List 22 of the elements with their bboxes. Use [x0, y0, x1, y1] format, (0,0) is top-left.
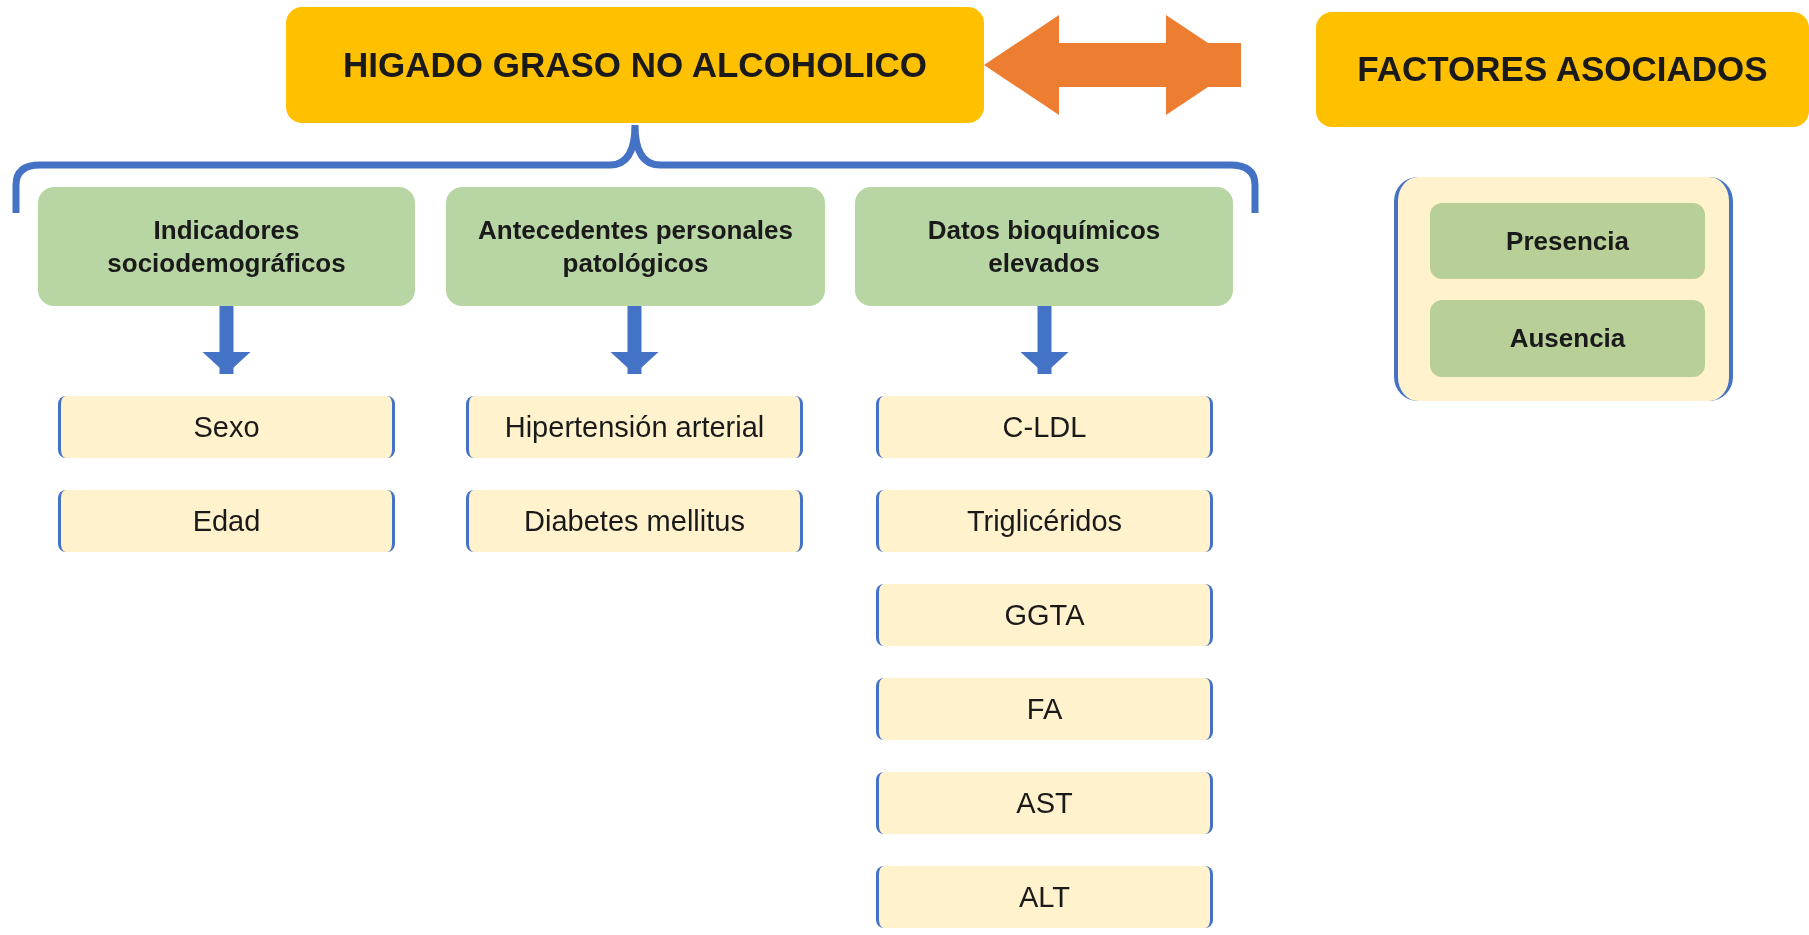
category-box: Datos bioquímicos elevados	[855, 187, 1233, 306]
title-box: HIGADO GRASO NO ALCOHOLICO	[286, 7, 984, 123]
arrow	[610, 306, 659, 374]
title-box: FACTORES ASOCIADOS	[1316, 12, 1809, 127]
option-box: Presencia	[1430, 203, 1705, 279]
item-box: C-LDL	[876, 396, 1213, 458]
option-box: Ausencia	[1430, 300, 1705, 377]
item-box: FA	[876, 678, 1213, 740]
arrow	[984, 15, 1241, 115]
category-box: Indicadores sociodemográficos	[38, 187, 415, 306]
arrow	[1020, 306, 1069, 374]
item-box: ALT	[876, 866, 1213, 928]
item-box: Triglicéridos	[876, 490, 1213, 552]
item-box: GGTA	[876, 584, 1213, 646]
panel-background	[1394, 177, 1733, 401]
item-box: Diabetes mellitus	[466, 490, 803, 552]
item-box: AST	[876, 772, 1213, 834]
arrow	[202, 306, 251, 374]
item-box: Edad	[58, 490, 395, 552]
item-box: Sexo	[58, 396, 395, 458]
item-box: Hipertensión arterial	[466, 396, 803, 458]
category-box: Antecedentes personales patológicos	[446, 187, 825, 306]
